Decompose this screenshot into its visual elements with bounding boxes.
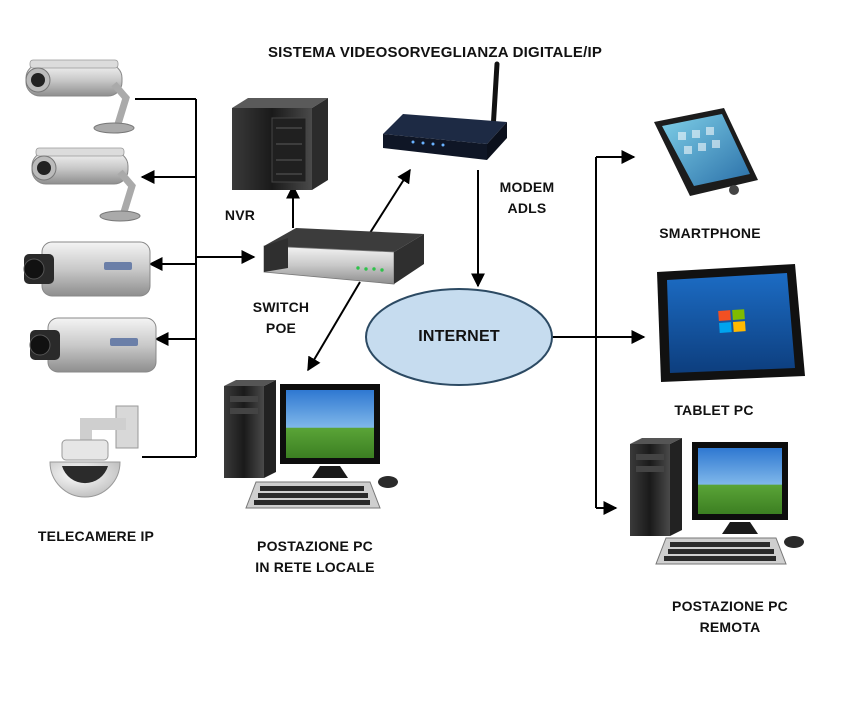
link-switch-localpc <box>307 281 361 372</box>
nvr-icon <box>232 98 328 190</box>
nvr-label-text: NVR <box>224 207 256 223</box>
bullet-camera-icon <box>31 147 141 222</box>
switch-label-line-2: POE <box>265 320 297 336</box>
modem-label-line-2: ADLS <box>507 200 547 216</box>
remote-pc-label-line-1: POSTAZIONE PC <box>672 598 788 614</box>
tablet-label-text: TABLET PC <box>674 402 754 418</box>
switch-icon <box>263 228 424 285</box>
remote-pc-label-line-2: REMOTA <box>699 619 761 635</box>
internet-node <box>365 288 553 386</box>
smartphone-icon <box>654 108 758 196</box>
desktop-pc-icon <box>630 438 804 565</box>
local-pc-label-line-1: POSTAZIONE PC <box>257 538 373 554</box>
desktop-pc-icon <box>224 380 398 509</box>
modem-label-line-1: MODEM <box>499 179 555 195</box>
remote-pc-label: POSTAZIONE PC REMOTA <box>650 596 810 638</box>
switch-label-line-1: SWITCH <box>252 299 310 315</box>
smartphone-label: SMARTPHONE <box>640 223 780 244</box>
dome-camera-icon <box>49 405 139 498</box>
modem-icon <box>383 61 507 160</box>
box-camera-icon <box>23 241 151 297</box>
connection-lines <box>135 98 646 515</box>
bullet-camera-icon <box>25 59 135 134</box>
link-switch-modem <box>367 168 411 237</box>
internet-label-text: INTERNET <box>418 328 500 345</box>
modem-label: MODEM ADLS <box>482 177 572 219</box>
diagram-title-text: SISTEMA VIDEOSORVEGLIANZA DIGITALE/IP <box>267 44 603 61</box>
smartphone-label-text: SMARTPHONE <box>659 225 761 241</box>
nvr-label: NVR <box>200 205 280 226</box>
cameras-label: TELECAMERE IP <box>26 526 166 547</box>
local-pc-label-line-2: IN RETE LOCALE <box>255 559 375 575</box>
local-pc-label: POSTAZIONE PC IN RETE LOCALE <box>230 536 400 578</box>
cameras-label-text: TELECAMERE IP <box>37 528 155 544</box>
internet-label: INTERNET <box>394 326 524 347</box>
box-camera-icon <box>29 317 157 373</box>
switch-label: SWITCH POE <box>236 297 326 339</box>
tablet-label: TABLET PC <box>654 400 774 421</box>
diagram-title: SISTEMA VIDEOSORVEGLIANZA DIGITALE/IP <box>210 42 660 63</box>
tablet-icon <box>657 264 805 382</box>
